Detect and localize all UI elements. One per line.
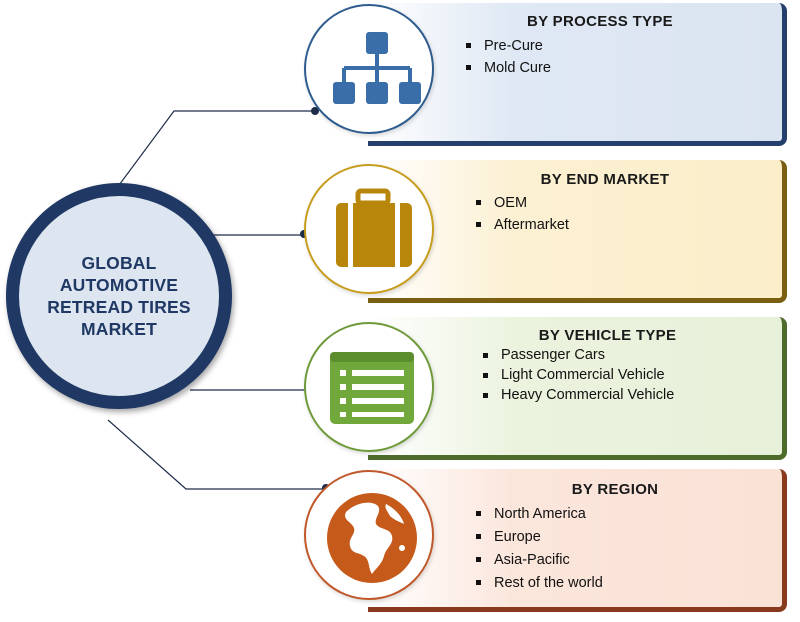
process-icon-circle <box>304 4 434 134</box>
segment-list: OEM Aftermarket <box>474 192 569 236</box>
list-item: North America <box>474 503 603 526</box>
list-item: Passenger Cars <box>481 345 674 365</box>
segment-heading: BY VEHICLE TYPE <box>538 327 677 344</box>
list-item: Europe <box>474 526 603 549</box>
globe-icon <box>327 493 417 583</box>
list-item: Rest of the world <box>474 572 603 595</box>
list-item: Asia-Pacific <box>474 549 603 572</box>
segment-panel-process-type: BY PROCESS TYPE Pre-Cure Mold Cure <box>368 3 787 146</box>
segment-heading: BY REGION <box>571 481 659 498</box>
segment-heading: BY PROCESS TYPE <box>527 13 673 30</box>
segment-list: North America Europe Asia-Pacific Rest o… <box>474 503 603 595</box>
center-circle: GLOBAL AUTOMOTIVE RETREAD TIRES MARKET <box>6 183 232 409</box>
segment-panel-vehicle-type: BY VEHICLE TYPE Passenger Cars Light Com… <box>368 317 787 460</box>
region-icon-circle <box>304 470 434 600</box>
list-item: Mold Cure <box>464 57 551 79</box>
list-item: Aftermarket <box>474 214 569 236</box>
segment-panel-end-market: BY END MARKET OEM Aftermarket <box>368 160 787 303</box>
connector-process <box>107 110 315 201</box>
list-window-icon <box>330 352 414 424</box>
list-item: OEM <box>474 192 569 214</box>
list-item: Pre-Cure <box>464 35 551 57</box>
vehicle-icon-circle <box>304 322 434 452</box>
segment-panel-region: BY REGION North America Europe Asia-Paci… <box>368 469 787 612</box>
list-item: Light Commercial Vehicle <box>481 365 674 385</box>
segment-heading: BY END MARKET <box>540 171 670 188</box>
connector-region <box>107 419 326 490</box>
hierarchy-icon <box>333 32 421 104</box>
list-item: Heavy Commercial Vehicle <box>481 385 674 405</box>
segment-list: Passenger Cars Light Commercial Vehicle … <box>481 345 674 405</box>
center-title: GLOBAL AUTOMOTIVE RETREAD TIRES MARKET <box>47 253 191 339</box>
briefcase-icon <box>336 188 412 267</box>
segment-list: Pre-Cure Mold Cure <box>464 35 551 79</box>
end-market-icon-circle <box>304 164 434 294</box>
